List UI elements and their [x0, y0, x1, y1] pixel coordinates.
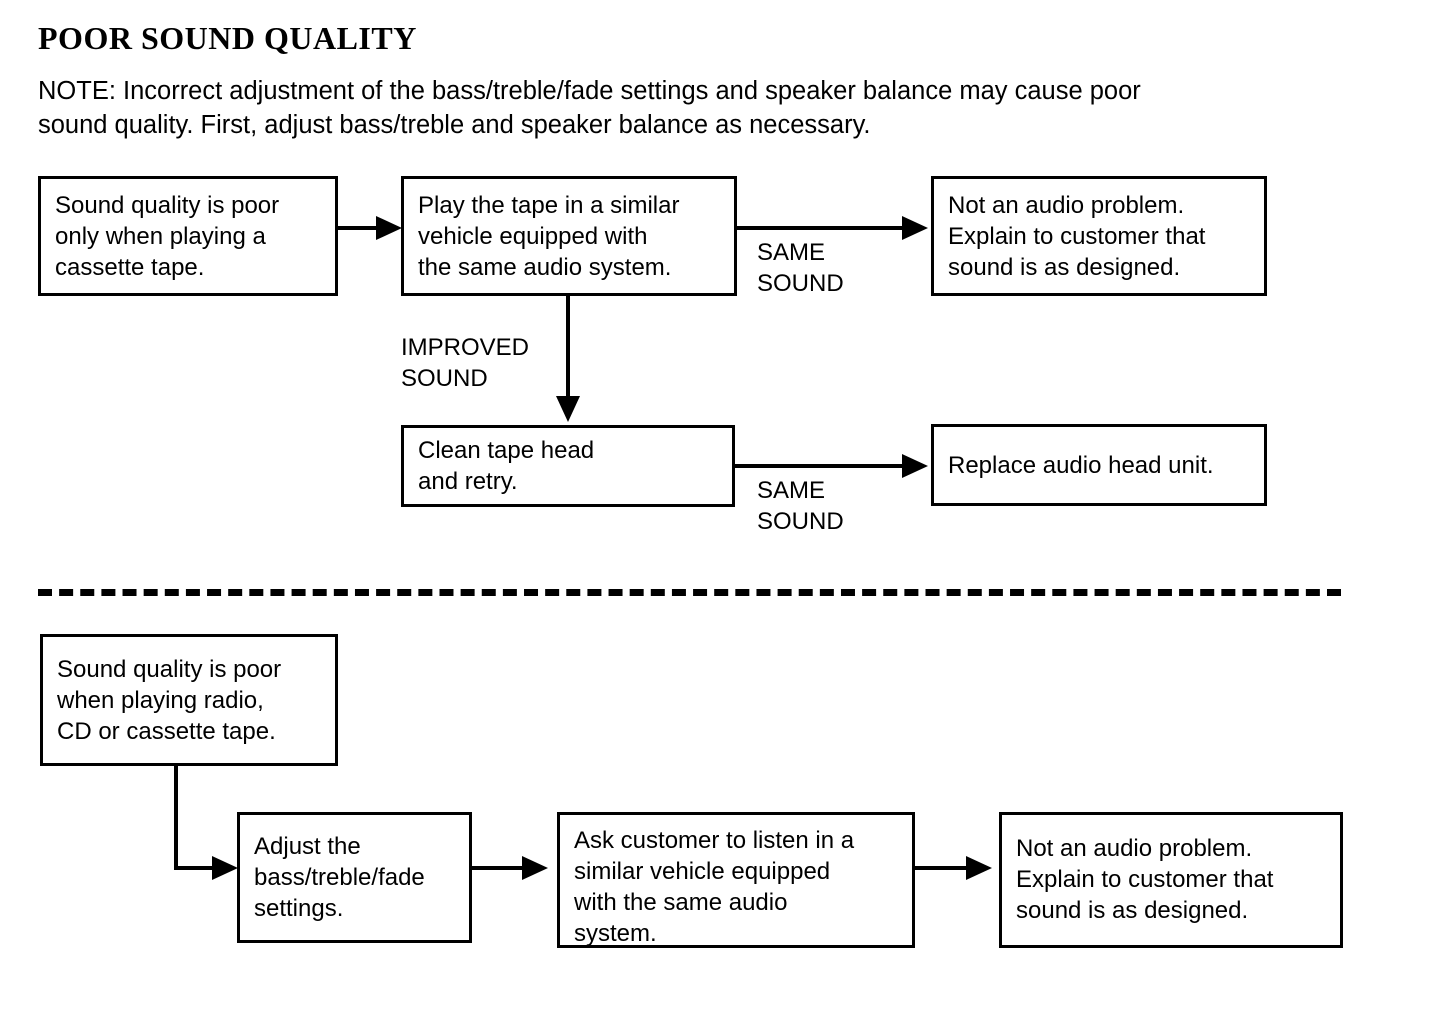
flow-node-not-audio-problem-explain[interactable]: Not an audio problem. Explain to custome… [931, 176, 1267, 296]
connector-node6-node7-vertical [174, 766, 178, 870]
arrowhead-node8-node9 [966, 856, 992, 880]
arrowhead-node2-node3 [902, 216, 928, 240]
note-line-1: NOTE: Incorrect adjustment of the bass/t… [38, 77, 1141, 105]
arrowhead-node4-node5 [902, 454, 928, 478]
note-line-2: sound quality. First, adjust bass/treble… [38, 111, 871, 139]
connector-node2-node3 [737, 226, 907, 230]
connector-node2-node4 [566, 296, 570, 402]
edge-label-improved-sound: IMPROVED SOUND [401, 334, 530, 392]
flow-node-label: Ask customer to listen in a similar vehi… [574, 827, 855, 947]
edge-label-same-sound-2: SAME SOUND [757, 477, 844, 535]
flow-node-label: Not an audio problem. Explain to custome… [1016, 835, 1274, 924]
connector-node6-node7-horizontal [174, 866, 218, 870]
flow-node-label: Sound quality is poor only when playing … [55, 191, 280, 281]
flow-node-label: Clean tape head and retry. [418, 437, 595, 495]
arrowhead-node7-node8 [522, 856, 548, 880]
section-divider [38, 589, 1341, 596]
flow-node-label: Replace audio head unit. [948, 451, 1214, 479]
flow-node-label: Sound quality is poor when playing radio… [57, 655, 282, 745]
edge-label-same-sound-1: SAME SOUND [757, 239, 844, 297]
flow-node-label: Adjust the bass/treble/fade settings. [254, 833, 425, 922]
flow-node-sound-poor-all-sources[interactable]: Sound quality is poor when playing radio… [40, 634, 338, 766]
connector-node8-node9 [915, 866, 973, 870]
connector-node4-node5 [735, 464, 907, 468]
flow-node-sound-poor-cassette[interactable]: Sound quality is poor only when playing … [38, 176, 338, 296]
flow-node-ask-customer-listen[interactable]: Ask customer to listen in a similar vehi… [557, 812, 915, 948]
flow-node-play-tape-similar-vehicle[interactable]: Play the tape in a similar vehicle equip… [401, 176, 737, 296]
connector-node7-node8 [472, 866, 530, 870]
flow-node-label: Play the tape in a similar vehicle equip… [418, 191, 680, 281]
note-paragraph: NOTE: Incorrect adjustment of the bass/t… [38, 74, 1414, 142]
flow-node-not-audio-problem-explain-2[interactable]: Not an audio problem. Explain to custome… [999, 812, 1343, 948]
flow-node-adjust-bass-treble-fade[interactable]: Adjust the bass/treble/fade settings. [237, 812, 472, 943]
flow-node-label: Not an audio problem. Explain to custome… [948, 191, 1206, 281]
connector-node1-node2 [338, 226, 384, 230]
flow-node-replace-audio-head-unit[interactable]: Replace audio head unit. [931, 424, 1267, 506]
arrowhead-node1-node2 [376, 216, 402, 240]
arrowhead-node2-node4 [556, 396, 580, 422]
flow-node-clean-tape-head[interactable]: Clean tape head and retry. [401, 425, 735, 507]
page-title: POOR SOUND QUALITY [38, 20, 417, 56]
arrowhead-node6-node7 [212, 856, 238, 880]
